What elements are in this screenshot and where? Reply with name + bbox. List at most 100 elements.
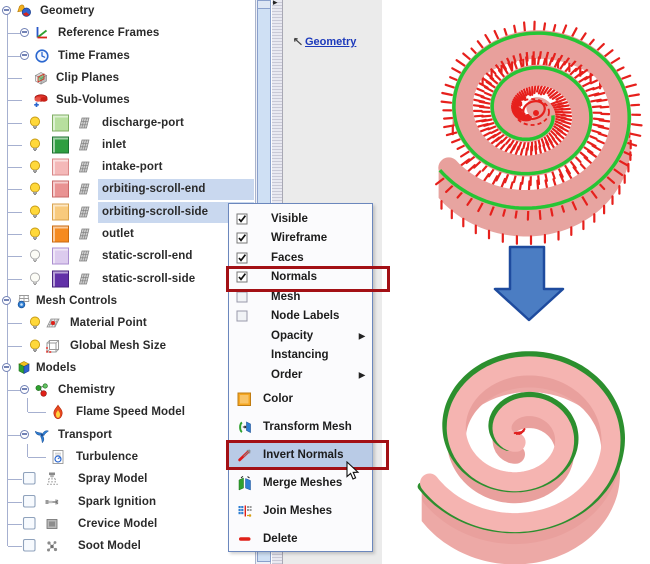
mesh-surface-icon — [76, 181, 92, 197]
expander-icon[interactable] — [20, 385, 29, 394]
expander-icon[interactable] — [2, 296, 11, 305]
context-menu-item-join-meshes[interactable]: Join Meshes — [229, 497, 372, 525]
color-swatch[interactable] — [52, 225, 69, 243]
geometry-link-label: Geometry — [305, 36, 357, 48]
tree-item-chemistry[interactable]: Chemistry — [0, 379, 254, 401]
color-icon — [237, 391, 252, 407]
context-menu-item-transform-mesh[interactable]: Transform Mesh — [229, 413, 372, 441]
expander-icon[interactable] — [2, 363, 11, 372]
menu-item-label: Normals — [271, 271, 318, 284]
color-swatch[interactable] — [52, 114, 69, 132]
tree-guide-line — [7, 14, 8, 546]
global-mesh-size-icon — [45, 338, 61, 354]
menu-item-label: Mesh — [271, 290, 301, 303]
tree-item-label: Spray Model — [78, 473, 148, 485]
models-icon — [16, 360, 32, 376]
context-menu-item-delete[interactable]: Delete — [229, 525, 372, 553]
tree-item-geometry[interactable]: Geometry — [0, 0, 254, 22]
tree-item-global-mesh-size[interactable]: Global Mesh Size — [0, 335, 254, 357]
context-menu-item-merge-meshes[interactable]: Merge Meshes — [229, 469, 372, 497]
tree-item-transport[interactable]: Transport — [0, 424, 254, 446]
tree-item-material-point[interactable]: Material Point — [0, 312, 254, 334]
menu-item-label: Merge Meshes — [263, 476, 343, 489]
invert-normals-icon — [237, 447, 253, 463]
tree-selection-highlight — [98, 179, 254, 200]
expander-icon[interactable] — [2, 6, 11, 15]
tree-item-label: static-scroll-side — [102, 273, 196, 285]
tree-connector — [8, 56, 22, 57]
color-swatch[interactable] — [52, 136, 69, 154]
color-swatch[interactable] — [52, 247, 69, 265]
tree-item-intake-port[interactable]: intake-port — [0, 156, 254, 178]
tree-item-spray-model[interactable]: Spray Model — [0, 468, 254, 490]
expander-icon[interactable] — [20, 28, 29, 37]
join-meshes-icon — [237, 503, 253, 519]
tree-connector — [8, 546, 22, 547]
color-swatch[interactable] — [52, 203, 69, 221]
color-swatch[interactable] — [52, 180, 69, 198]
tree-item-label: Sub-Volumes — [56, 94, 130, 106]
tree-item-spark-ignition[interactable]: Spark Ignition — [0, 491, 254, 513]
tree-item-orbiting-scroll-side[interactable]: orbiting-scroll-side — [0, 201, 254, 223]
splitter-collapse-icon[interactable]: ▸ — [273, 0, 278, 7]
tree-item-static-scroll-side[interactable]: static-scroll-side — [0, 268, 254, 290]
tree-item-crevice-model[interactable]: Crevice Model — [0, 513, 254, 535]
tree-item-time-frames[interactable]: Time Frames — [0, 45, 254, 67]
context-menu-item-order[interactable]: Order▶ — [229, 365, 372, 385]
tree-guide-line — [27, 398, 28, 412]
expander-icon[interactable] — [20, 51, 29, 60]
submenu-arrow-icon: ▶ — [358, 331, 365, 341]
menu-item-label: Opacity — [271, 329, 314, 342]
tree-item-soot-model[interactable]: Soot Model — [0, 535, 254, 557]
tree-item-clip-planes[interactable]: Clip Planes — [0, 67, 254, 89]
tree-item-reference-frames[interactable]: Reference Frames — [0, 22, 254, 44]
expander-icon[interactable] — [20, 430, 29, 439]
tree-item-orbiting-scroll-end[interactable]: orbiting-scroll-end — [0, 178, 254, 200]
context-menu-item-instancing[interactable]: Instancing — [229, 346, 372, 366]
menu-item-label: Transform Mesh — [263, 420, 352, 433]
material-point-icon — [45, 315, 61, 331]
tree-item-label: orbiting-scroll-side — [102, 206, 209, 218]
tree-item-static-scroll-end[interactable]: static-scroll-end — [0, 245, 254, 267]
color-swatch[interactable] — [52, 270, 69, 288]
tree-connector — [8, 78, 22, 79]
tree-item-label: Time Frames — [58, 50, 130, 62]
menu-check-off-icon — [236, 310, 248, 322]
context-menu-item-node-labels[interactable]: Node Labels — [229, 307, 372, 327]
geometry-panel-link[interactable]: Geometry — [293, 36, 356, 48]
bulb-on-icon — [27, 315, 43, 331]
context-menu-item-visible[interactable]: Visible — [229, 209, 372, 229]
tree-item-sub-volumes[interactable]: Sub-Volumes — [0, 89, 254, 111]
bulb-on-icon — [27, 338, 43, 354]
tree-item-mesh-controls[interactable]: Mesh Controls — [0, 290, 254, 312]
model-checkbox[interactable] — [22, 471, 38, 487]
tree-item-flame-speed-model[interactable]: Flame Speed Model — [0, 401, 254, 423]
menu-item-label: Color — [263, 392, 294, 405]
context-menu-item-color[interactable]: Color — [229, 385, 372, 413]
tree-item-outlet[interactable]: outlet — [0, 223, 254, 245]
tree-item-turbulence[interactable]: Turbulence — [0, 446, 254, 468]
sub-volumes-icon — [33, 92, 49, 108]
annotation-invert-normals-box — [226, 440, 389, 470]
mesh-surface-icon — [76, 271, 92, 287]
tree-item-label: Crevice Model — [78, 518, 158, 530]
menu-check-off-icon — [236, 291, 248, 303]
tree-item-inlet[interactable]: inlet — [0, 134, 254, 156]
scroll-before-image — [434, 20, 643, 245]
menu-item-label: Instancing — [271, 349, 329, 362]
tree-connector — [8, 435, 22, 436]
context-menu-item-opacity[interactable]: Opacity ▶ — [229, 326, 372, 346]
color-swatch[interactable] — [52, 158, 69, 176]
model-checkbox[interactable] — [22, 516, 38, 532]
tree-item-discharge-port[interactable]: discharge-port — [0, 112, 254, 134]
context-menu-item-normals[interactable]: Normals — [229, 268, 372, 288]
tree-item-models[interactable]: Models — [0, 357, 254, 379]
model-checkbox[interactable] — [22, 494, 38, 510]
context-menu-item-faces[interactable]: Faces — [229, 248, 372, 268]
mesh-surface-icon — [76, 115, 92, 131]
context-menu-item-wireframe[interactable]: Wireframe — [229, 229, 372, 249]
tree-item-label: intake-port — [102, 161, 163, 173]
tree-connector — [28, 412, 46, 413]
model-checkbox[interactable] — [22, 538, 38, 554]
tree-item-label: Mesh Controls — [36, 295, 118, 307]
